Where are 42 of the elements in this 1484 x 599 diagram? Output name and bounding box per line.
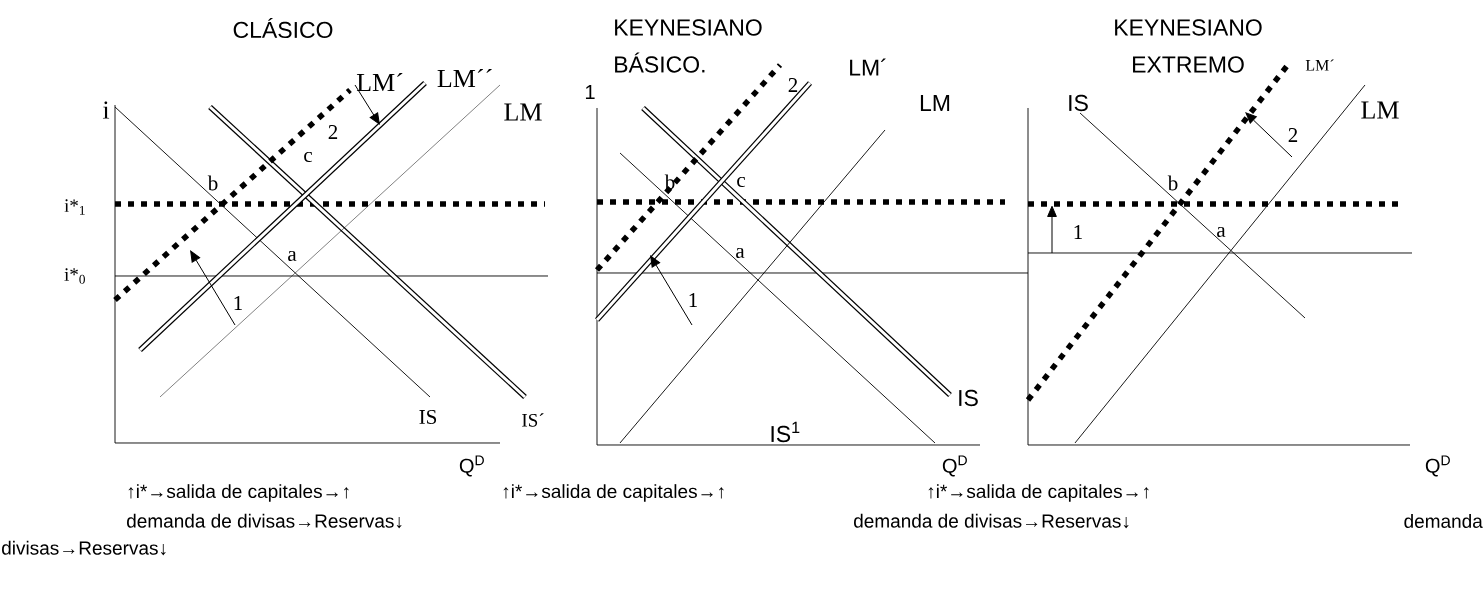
shift-number: 1 (1074, 225, 1082, 239)
curve-label: LM´ (356, 72, 403, 92)
shift-number: 2 (788, 78, 798, 92)
panel-title: KEYNESIANO BÁSICO. (615, 19, 762, 73)
panel-title: CLÁSICO (233, 17, 333, 39)
curve-label: IS (959, 389, 978, 407)
curve-label: IS´ (522, 413, 544, 427)
point-label: a (1217, 226, 1226, 237)
curve-label: LM´´ (437, 68, 492, 88)
panel-title: KEYNESIANO EXTREMO (1115, 19, 1262, 73)
point-label: c (737, 176, 745, 188)
axis-label: Q$^{D}$ (942, 455, 967, 477)
point-label: c (304, 151, 312, 163)
caption-text: ↑i*→salida de capitales→↑ (128, 484, 349, 502)
caption-text: demanda de divisas→Reservas↓ (854, 513, 1129, 529)
shift-number: 2 (1288, 128, 1298, 142)
caption-text: ↑i*→salida de capitales→↑ (503, 484, 724, 502)
point-label: a (288, 250, 297, 261)
curve-label: IS (419, 409, 437, 425)
axis-label: i (102, 101, 110, 119)
curve-label: LM (504, 103, 542, 121)
curve-label: IS (1069, 94, 1088, 112)
axis-label: Q$^{D}$ (459, 455, 484, 477)
curve-label: LM (920, 95, 950, 111)
curve-label: LM´ (1305, 59, 1334, 71)
axis-label: i*$_{1}$ (64, 199, 85, 215)
shift-number: 1 (689, 293, 697, 307)
curve-label: LM´ (850, 58, 886, 76)
shift-number: 2 (328, 125, 338, 139)
caption-text: demanda de divisas→Reservas↓ (127, 513, 402, 529)
point-label: b (207, 175, 218, 191)
caption-text: ↑i*→salida de capitales→↑ (928, 484, 1149, 502)
axis-label: Q$^{D}$ (1425, 455, 1450, 477)
curve-label: LM (1361, 101, 1399, 119)
shift-number: 1 (234, 296, 242, 310)
axis-label: i*$_{0}$ (64, 268, 85, 284)
point-label: a (736, 247, 745, 258)
axis-label: 1 (585, 85, 595, 99)
curve-label: IS$^{1}$ (771, 421, 800, 443)
caption-text: divisas→Reservas↓ (2, 540, 166, 556)
point-label: b (1167, 175, 1178, 191)
caption-text: demanda (1404, 514, 1483, 528)
